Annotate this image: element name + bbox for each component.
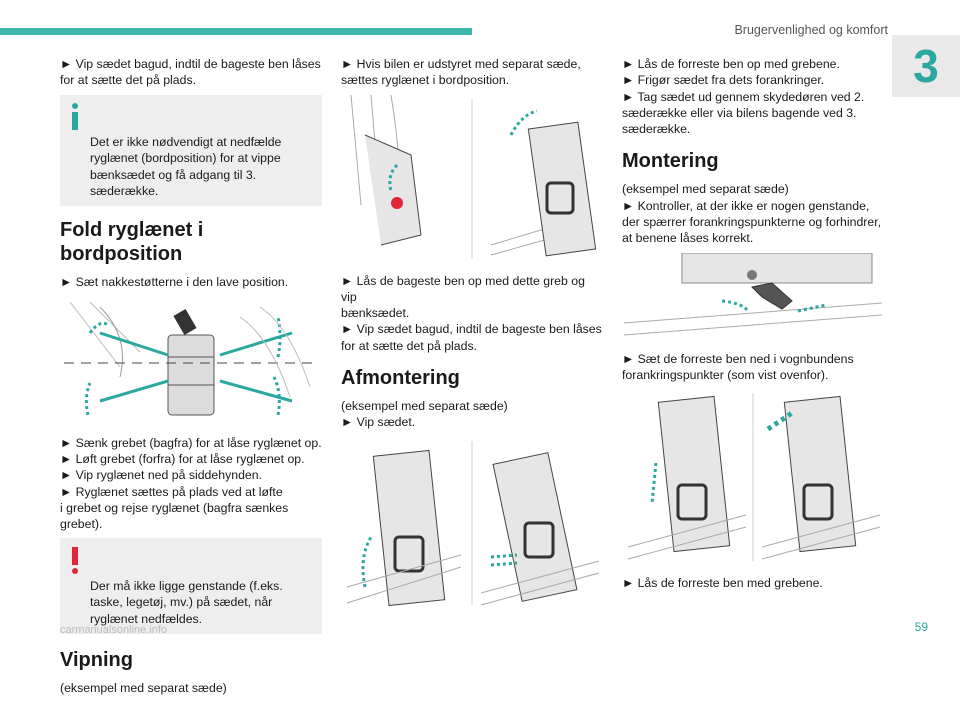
- illustration-lower-front-legs: [622, 389, 884, 566]
- illustration-anchor-points: [622, 252, 884, 341]
- chapter-number: 3: [913, 40, 939, 92]
- illustration-tilt-seat: [341, 436, 603, 609]
- warning-note-text: Der må ikke ligge genstande (f.eks. task…: [90, 579, 283, 626]
- paragraph: ► Sænk grebet (bagfra) for at låse ryglæ…: [60, 435, 322, 532]
- info-note-text: Det er ikke nødvendigt at nedfælde ryglæ…: [90, 135, 282, 199]
- section-heading: Afmontering: [341, 367, 460, 390]
- info-note: Det er ikke nødvendigt at nedfælde ryglæ…: [60, 94, 322, 207]
- section-heading: Fold ryglænet i bordposition: [60, 219, 204, 266]
- illustration-unlock-rear-legs: [341, 94, 603, 263]
- paragraph: ► Sæt nakkestøtterne i den lave position…: [60, 275, 289, 290]
- paragraph: ► Hvis bilen er udstyret med separat sæd…: [341, 57, 581, 88]
- paragraph: ► Vip sædet bagud, indtil de bageste ben…: [60, 57, 321, 88]
- paragraph: ► Lås de bageste ben op med dette greb o…: [341, 273, 602, 353]
- column-1: ► Vip sædet bagud, indtil de bageste ben…: [60, 56, 322, 702]
- running-header: Brugervenlighed og komfort: [734, 23, 888, 37]
- page-number: 59: [914, 620, 928, 634]
- column-3: ► Lås de forreste ben op med grebene. ► …: [622, 56, 884, 598]
- info-icon: [72, 102, 78, 130]
- section-heading: Montering: [622, 150, 719, 173]
- paragraph: ► Lås de forreste ben op med grebene. ► …: [622, 57, 865, 137]
- paragraph: ► Sæt de forreste ben ned i vognbundens …: [622, 351, 854, 382]
- column-2: ► Hvis bilen er udstyret med separat sæd…: [341, 56, 603, 619]
- illustration-fold-backrest: [60, 296, 322, 425]
- paragraph: ► Lås de forreste ben med grebene.: [622, 576, 823, 591]
- header-accent-bar: [0, 28, 472, 35]
- paragraph: (eksempel med separat sæde) ► Kontroller…: [622, 182, 882, 246]
- section-heading: Vipning: [60, 648, 133, 671]
- paragraph: (eksempel med separat sæde) ► Vip sædet.: [341, 399, 508, 430]
- watermark: carmanualsonline.info: [60, 624, 168, 636]
- warning-note: Der må ikke ligge genstande (f.eks. task…: [60, 538, 322, 634]
- paragraph: (eksempel med separat sæde): [60, 680, 227, 695]
- chapter-tab: 3: [892, 35, 960, 97]
- exclamation-icon: [72, 547, 78, 575]
